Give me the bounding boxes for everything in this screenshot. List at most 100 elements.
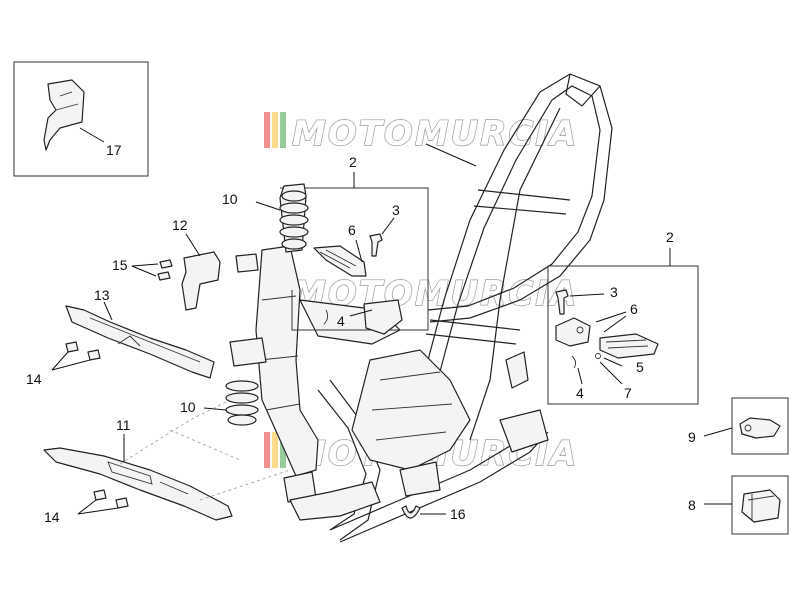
callout-5-right: 5: [636, 359, 644, 375]
screw-14-lower-b: [115, 497, 129, 509]
part-11-group: 11 14: [43, 399, 291, 525]
leader-14-upper-a: [51, 351, 69, 371]
boot-10-upper-ring-4: [279, 226, 309, 238]
part-16-group: 16: [401, 505, 466, 522]
leader-14-lower-a: [77, 499, 97, 515]
tank-bracket: [499, 409, 549, 453]
steering-boot-upper: 10: [222, 183, 309, 253]
callout-10-lower: 10: [180, 399, 196, 415]
watermark-stripe-yellow: [272, 432, 278, 468]
pin-3-right: [555, 289, 569, 315]
boot-10-lower-ring-1: [225, 380, 259, 392]
clamp-8-detail: [747, 494, 775, 520]
bracket-12: [181, 251, 221, 311]
callout-10-upper: 10: [222, 191, 238, 207]
footrest-bracket-right: [555, 317, 591, 347]
cross-brace-2: [425, 319, 521, 345]
steering-head-detail: [259, 295, 301, 411]
leader-10-lower: [203, 407, 227, 411]
boot-10-upper-ring-3: [279, 214, 309, 226]
group-frame-right: [547, 265, 699, 405]
leader-12: [185, 233, 201, 257]
engine-mount-detail: [371, 371, 453, 441]
leader-frame: [425, 143, 477, 167]
callout-2-left: 2: [349, 154, 357, 170]
leader-5-right: [603, 357, 623, 367]
footrest-group-left: 2 3 6 4: [280, 154, 429, 335]
mount-plate-lower: [229, 337, 267, 367]
callout-4-left: 4: [337, 313, 345, 329]
callout-13: 13: [94, 287, 110, 303]
leader-10-upper: [255, 201, 281, 211]
part-8-frame: [731, 475, 789, 535]
callout-3-left: 3: [392, 202, 400, 218]
callout-17: 17: [106, 142, 122, 158]
leader-15-a: [131, 263, 159, 267]
clip-9-hole: [744, 424, 752, 432]
part-9-frame: [731, 397, 789, 455]
leader-4-left: [349, 309, 373, 317]
bracket-17: [43, 79, 85, 151]
callout-11: 11: [116, 417, 131, 433]
screw-14-lower-a: [93, 489, 107, 501]
callout-14-lower: 14: [44, 509, 60, 525]
callout-8: 8: [688, 497, 696, 513]
callout-6-right: 6: [630, 301, 638, 317]
callout-7-right: 7: [624, 385, 632, 401]
watermark-stripe-red: [264, 112, 270, 148]
clip-9: [739, 417, 781, 439]
assembly-guides: [119, 399, 291, 501]
boot-10-upper-ring-2: [279, 202, 309, 214]
callout-12: 12: [172, 217, 188, 233]
leader-17: [79, 127, 105, 143]
exhaust-stub: [289, 481, 381, 521]
watermark-stripe-red: [264, 432, 270, 468]
footrest-mount: [399, 461, 441, 497]
boot-10-upper-ring-5: [281, 238, 307, 250]
group-frame-left: [280, 187, 429, 331]
upper-tube-right: [469, 107, 561, 441]
side-tab: [505, 351, 529, 389]
leader-3-left: [381, 217, 395, 235]
clamp-8: [741, 489, 781, 523]
part-8-group: 8: [688, 475, 789, 535]
inset-frame: [13, 61, 149, 177]
boot-10-lower-ring-3: [225, 404, 259, 416]
watermark-text: MOTOMURCIA: [292, 114, 578, 154]
leader-7-right: [599, 361, 623, 385]
leader-6-right-a: [595, 311, 627, 323]
part-9-group: 9: [688, 397, 789, 455]
plate-11: [43, 447, 233, 521]
callout-14-upper: 14: [26, 371, 42, 387]
down-tube-left-inner: [317, 389, 367, 531]
callout-2-right: 2: [666, 229, 674, 245]
part-12-group: 12 15: [112, 217, 259, 311]
footpeg-right: [599, 333, 659, 359]
footpeg-left-ridges: [319, 249, 357, 269]
screw-15-a: [159, 259, 173, 269]
footpeg-left: [313, 245, 367, 277]
leader-3-right: [569, 293, 605, 297]
part-13-group: 13 14: [26, 287, 215, 387]
leader-6-left: [355, 239, 363, 263]
spring-clip-right: [571, 355, 577, 369]
watermark-stripe-green: [280, 112, 286, 148]
cross-brace: [473, 189, 571, 215]
rear-hook: [565, 73, 601, 107]
boot-10-lower-ring-4: [227, 414, 257, 426]
screw-14-upper-b: [87, 349, 101, 361]
callout-9: 9: [688, 429, 696, 445]
watermark-stripe-green: [280, 432, 286, 468]
washer-right: [595, 353, 601, 359]
steering-boot-lower: 10: [180, 337, 267, 426]
watermark-stripe-yellow: [272, 112, 278, 148]
callout-3-right: 3: [610, 284, 618, 300]
rear-loop: [429, 73, 613, 323]
spring-clip-left: [323, 309, 329, 325]
leader-4-right: [577, 367, 583, 385]
steering-head: [255, 245, 319, 477]
lower-cradle-inner: [339, 431, 549, 543]
leader-14-lower-b: [77, 507, 119, 515]
footpeg-right-ridges: [605, 339, 649, 349]
